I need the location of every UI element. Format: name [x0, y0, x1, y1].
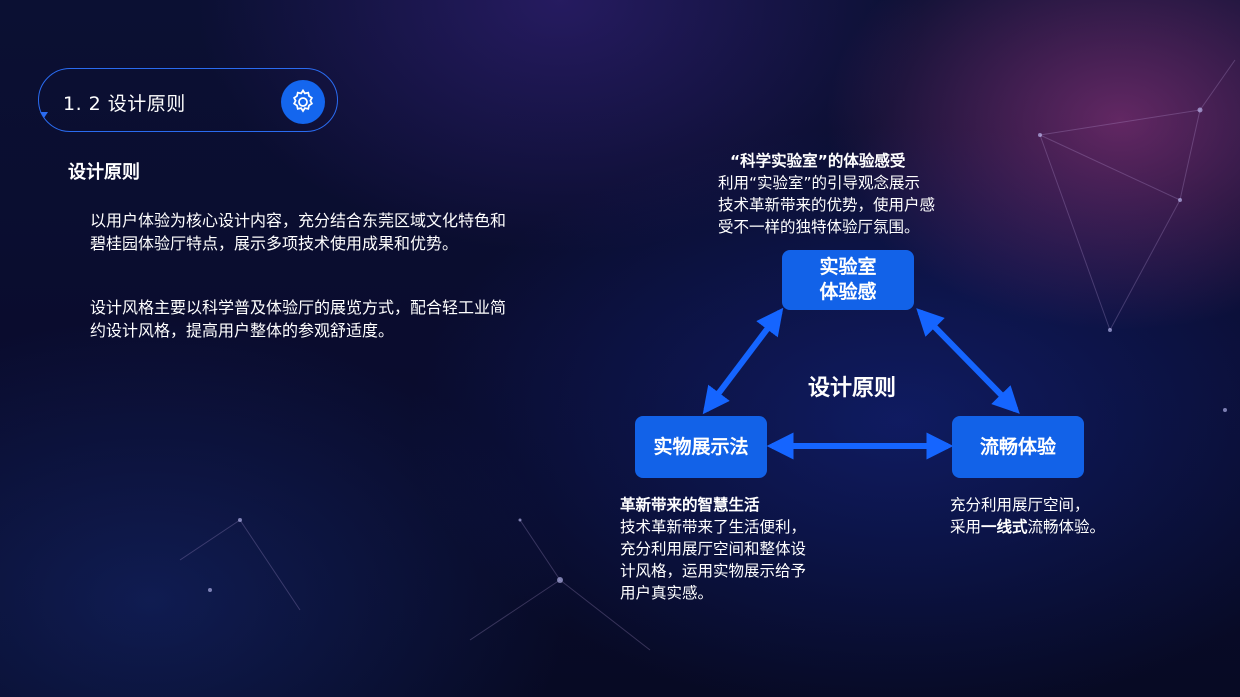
- arrow-top-left: [702, 307, 784, 415]
- desc-left-line: 计风格，运用实物展示给予: [620, 562, 807, 580]
- desc-top: “科学实验室”的体验感受 利用“实验室”的引导观念展示 技术革新带来的优势，使用…: [718, 150, 983, 238]
- desc-left-line: 技术革新带来了生活便利，: [620, 518, 807, 536]
- desc-right-line-2: 采用一线式流畅体验。: [950, 516, 1150, 538]
- diagram-center-label: 设计原则: [808, 376, 897, 401]
- section-title: 1. 2 设计原则: [63, 93, 186, 115]
- desc-top-heading: “科学实验室”的体验感受: [730, 152, 906, 170]
- desc-right: 充分利用展厅空间， 采用一线式流畅体验。: [950, 494, 1150, 538]
- desc-left-line: 用户真实感。: [620, 584, 714, 602]
- desc-left-heading: 革新带来的智慧生活: [620, 496, 760, 514]
- left-heading: 设计原则: [68, 162, 140, 183]
- desc-top-line: 技术革新带来的优势，使用户感: [718, 196, 936, 214]
- paragraph-1: 以用户体验为核心设计内容，充分结合东莞区域文化特色和碧桂园体验厅特点，展示多项技…: [90, 211, 507, 253]
- section-title-pill: 1. 2 设计原则: [38, 68, 338, 132]
- arrow-top-right: [916, 308, 1020, 414]
- node-physical-display: 实物展示法: [635, 416, 767, 478]
- desc-right-bold: 一线式: [981, 518, 1028, 536]
- desc-top-line: 利用“实验室”的引导观念展示: [718, 174, 921, 192]
- desc-right-line-1: 充分利用展厅空间，: [950, 496, 1090, 514]
- gear-icon: [281, 80, 325, 124]
- desc-right-suffix: 流畅体验。: [1027, 518, 1106, 536]
- desc-left: 革新带来的智慧生活 技术革新带来了生活便利， 充分利用展厅空间和整体设 计风格，…: [620, 494, 850, 604]
- paragraph-2: 设计风格主要以科学普及体验厅的展览方式，配合轻工业简约设计风格，提高用户整体的参…: [90, 298, 507, 340]
- desc-top-line: 受不一样的独特体验厅氛围。: [718, 218, 920, 236]
- node-lab-experience: 实验室 体验感: [782, 250, 914, 310]
- node-smooth-experience: 流畅体验: [952, 416, 1084, 478]
- desc-left-line: 充分利用展厅空间和整体设: [620, 540, 807, 558]
- title-pill-tail: [40, 112, 48, 118]
- desc-right-prefix: 采用: [950, 518, 982, 536]
